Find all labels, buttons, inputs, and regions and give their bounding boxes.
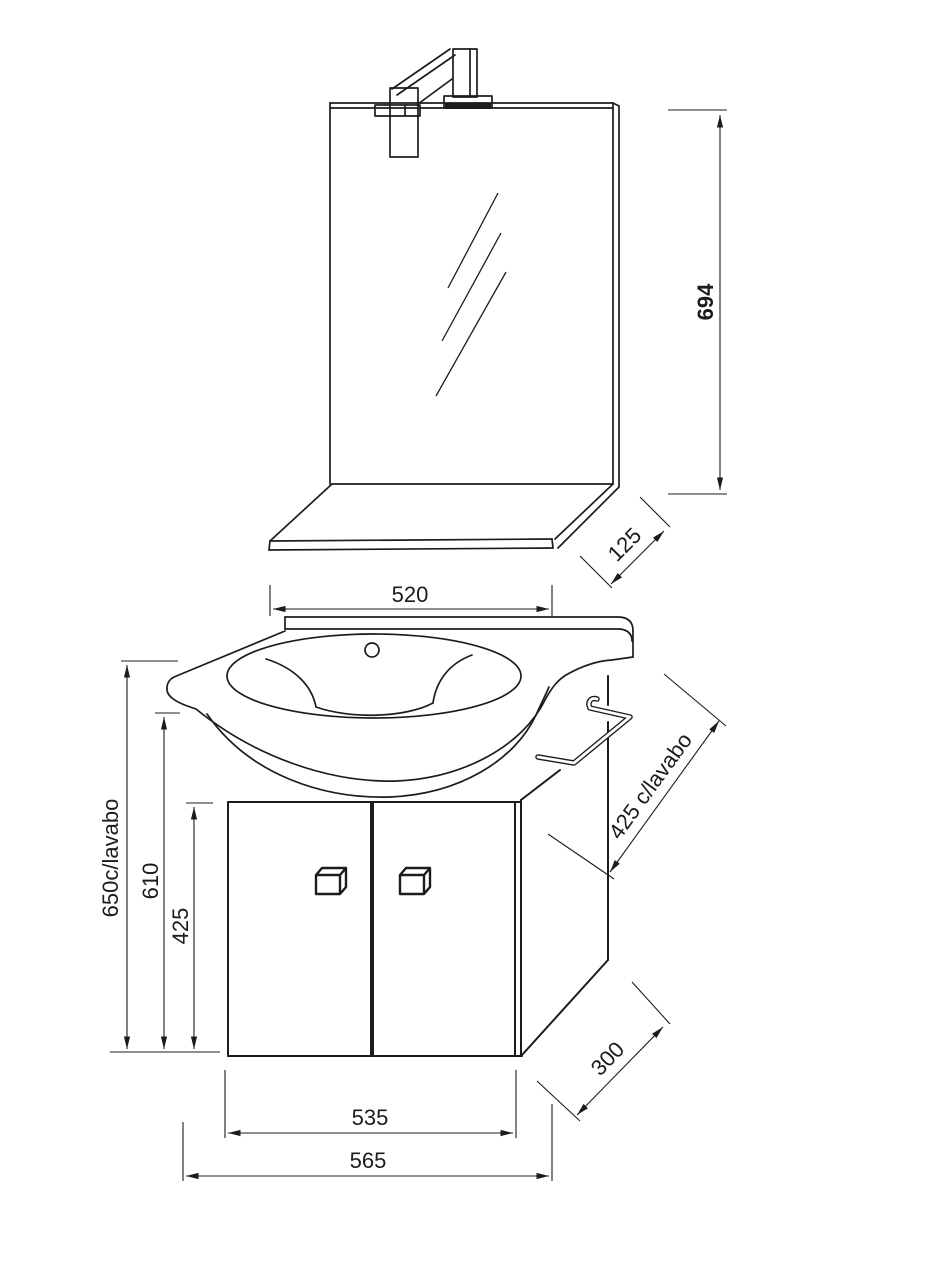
dim-label-125: 125 xyxy=(603,523,647,567)
lamp-base xyxy=(443,95,493,109)
dim-label-300: 300 xyxy=(586,1037,629,1081)
cabinet-door-right xyxy=(398,866,432,896)
dim-depth-with-basin: 425 c/lavabo xyxy=(547,673,727,880)
mirror-glass-reflection xyxy=(435,192,507,397)
basin-rim xyxy=(226,633,522,719)
dim-door-height: 425 xyxy=(168,802,213,1049)
towel-rail xyxy=(535,695,633,766)
lamp-clamp xyxy=(374,104,421,117)
door-handle-right xyxy=(398,866,432,896)
dim-height-610: 610 xyxy=(138,712,180,1049)
mirror-panel xyxy=(329,102,620,488)
dim-label-694: 694 xyxy=(693,283,718,320)
dim-shelf-depth: 125 xyxy=(579,496,671,589)
dim-cabinet-width: 535 xyxy=(224,1070,517,1138)
lamp-support-column xyxy=(452,48,478,98)
dim-label-535: 535 xyxy=(352,1105,389,1130)
dim-label-650: 650c/lavabo xyxy=(98,799,123,918)
cabinet-door-left xyxy=(314,866,348,896)
dim-label-610: 610 xyxy=(138,863,163,900)
dim-basin-width: 520 xyxy=(269,582,553,616)
mirror-shelf xyxy=(268,483,620,551)
dim-cabinet-depth: 300 xyxy=(536,981,671,1122)
vanity-cabinet xyxy=(227,675,609,1057)
lamp-arm xyxy=(391,48,456,105)
dim-mirror-height: 694 xyxy=(668,109,727,495)
light-fixture xyxy=(374,48,493,158)
dim-label-425: 425 xyxy=(168,908,193,945)
dim-total-height: 650c/lavabo xyxy=(98,660,220,1053)
door-handle-left xyxy=(314,866,348,896)
overflow-hole xyxy=(364,642,380,658)
dim-label-520: 520 xyxy=(392,582,429,607)
dim-label-425-lavabo: 425 c/lavabo xyxy=(603,728,697,844)
dim-label-565: 565 xyxy=(350,1148,387,1173)
lamp-head xyxy=(389,87,419,158)
washbasin xyxy=(166,616,634,798)
dim-overall-width: 565 xyxy=(182,1104,553,1181)
